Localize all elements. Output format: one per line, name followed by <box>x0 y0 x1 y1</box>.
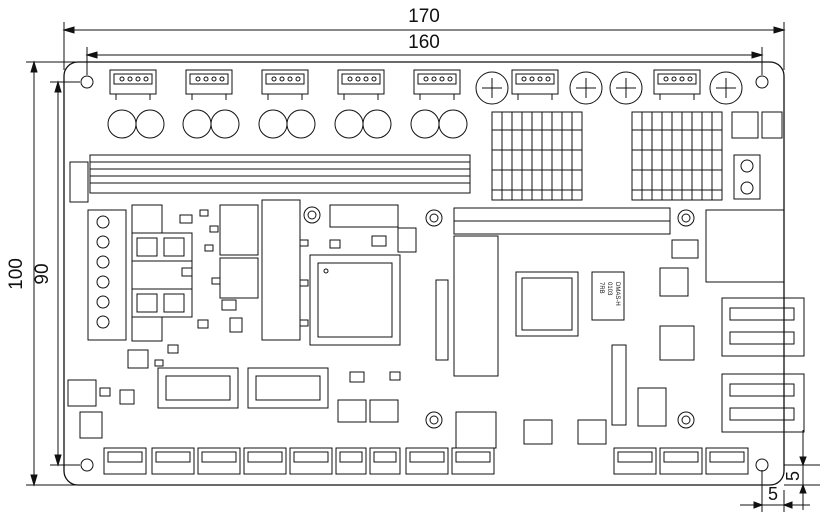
terminal-block <box>87 209 127 341</box>
small-switch-1 <box>523 419 553 445</box>
bulk-capacitors <box>475 71 743 105</box>
dimension-lines <box>26 22 820 512</box>
io-ports <box>705 209 805 433</box>
motor-connectors <box>109 69 701 100</box>
dim-width-holes: 160 <box>408 32 440 53</box>
small-components <box>99 209 417 405</box>
main-mcu <box>309 254 401 346</box>
inductor <box>67 379 97 407</box>
dim-offset-bottom: 5 <box>783 471 803 481</box>
module-label-2: 0103 <box>606 282 612 296</box>
heatsink-bar <box>69 154 471 203</box>
dim-height-outer: 100 <box>6 258 27 290</box>
heatsink-fins-right <box>631 111 723 201</box>
fan-header <box>79 411 103 439</box>
usb-port-lower <box>721 373 805 433</box>
ethernet-port <box>705 209 785 283</box>
dim-height-holes: 90 <box>32 263 53 284</box>
dim-offset-right: 5 <box>768 484 778 504</box>
usb-c-port <box>455 411 497 449</box>
dim-width-outer: 170 <box>408 6 440 27</box>
endstop-connector-2 <box>369 399 399 423</box>
small-switch-2 <box>577 419 607 445</box>
module-label-1: 7RB <box>598 282 604 294</box>
endstop-connector-1 <box>337 399 367 423</box>
heatsink-fins-left <box>491 111 583 201</box>
board-outline <box>63 61 785 486</box>
mounting-holes <box>80 75 769 472</box>
ffc-connector-left <box>435 279 449 361</box>
mosfet-group <box>131 199 301 342</box>
module-label-3: DMAS-H <box>614 282 620 306</box>
electrolytic-caps <box>107 109 468 139</box>
ribbon-headers <box>157 367 329 409</box>
ffc-connector-right <box>611 344 627 426</box>
gpio-header <box>453 207 671 235</box>
header-connector-small <box>329 204 399 228</box>
usb-port-upper <box>721 297 805 357</box>
power-input <box>731 111 783 200</box>
sd-slot <box>637 387 667 427</box>
bottom-connectors <box>103 447 749 475</box>
soc-area: 7RB 0103 DMAS-H <box>453 235 699 377</box>
